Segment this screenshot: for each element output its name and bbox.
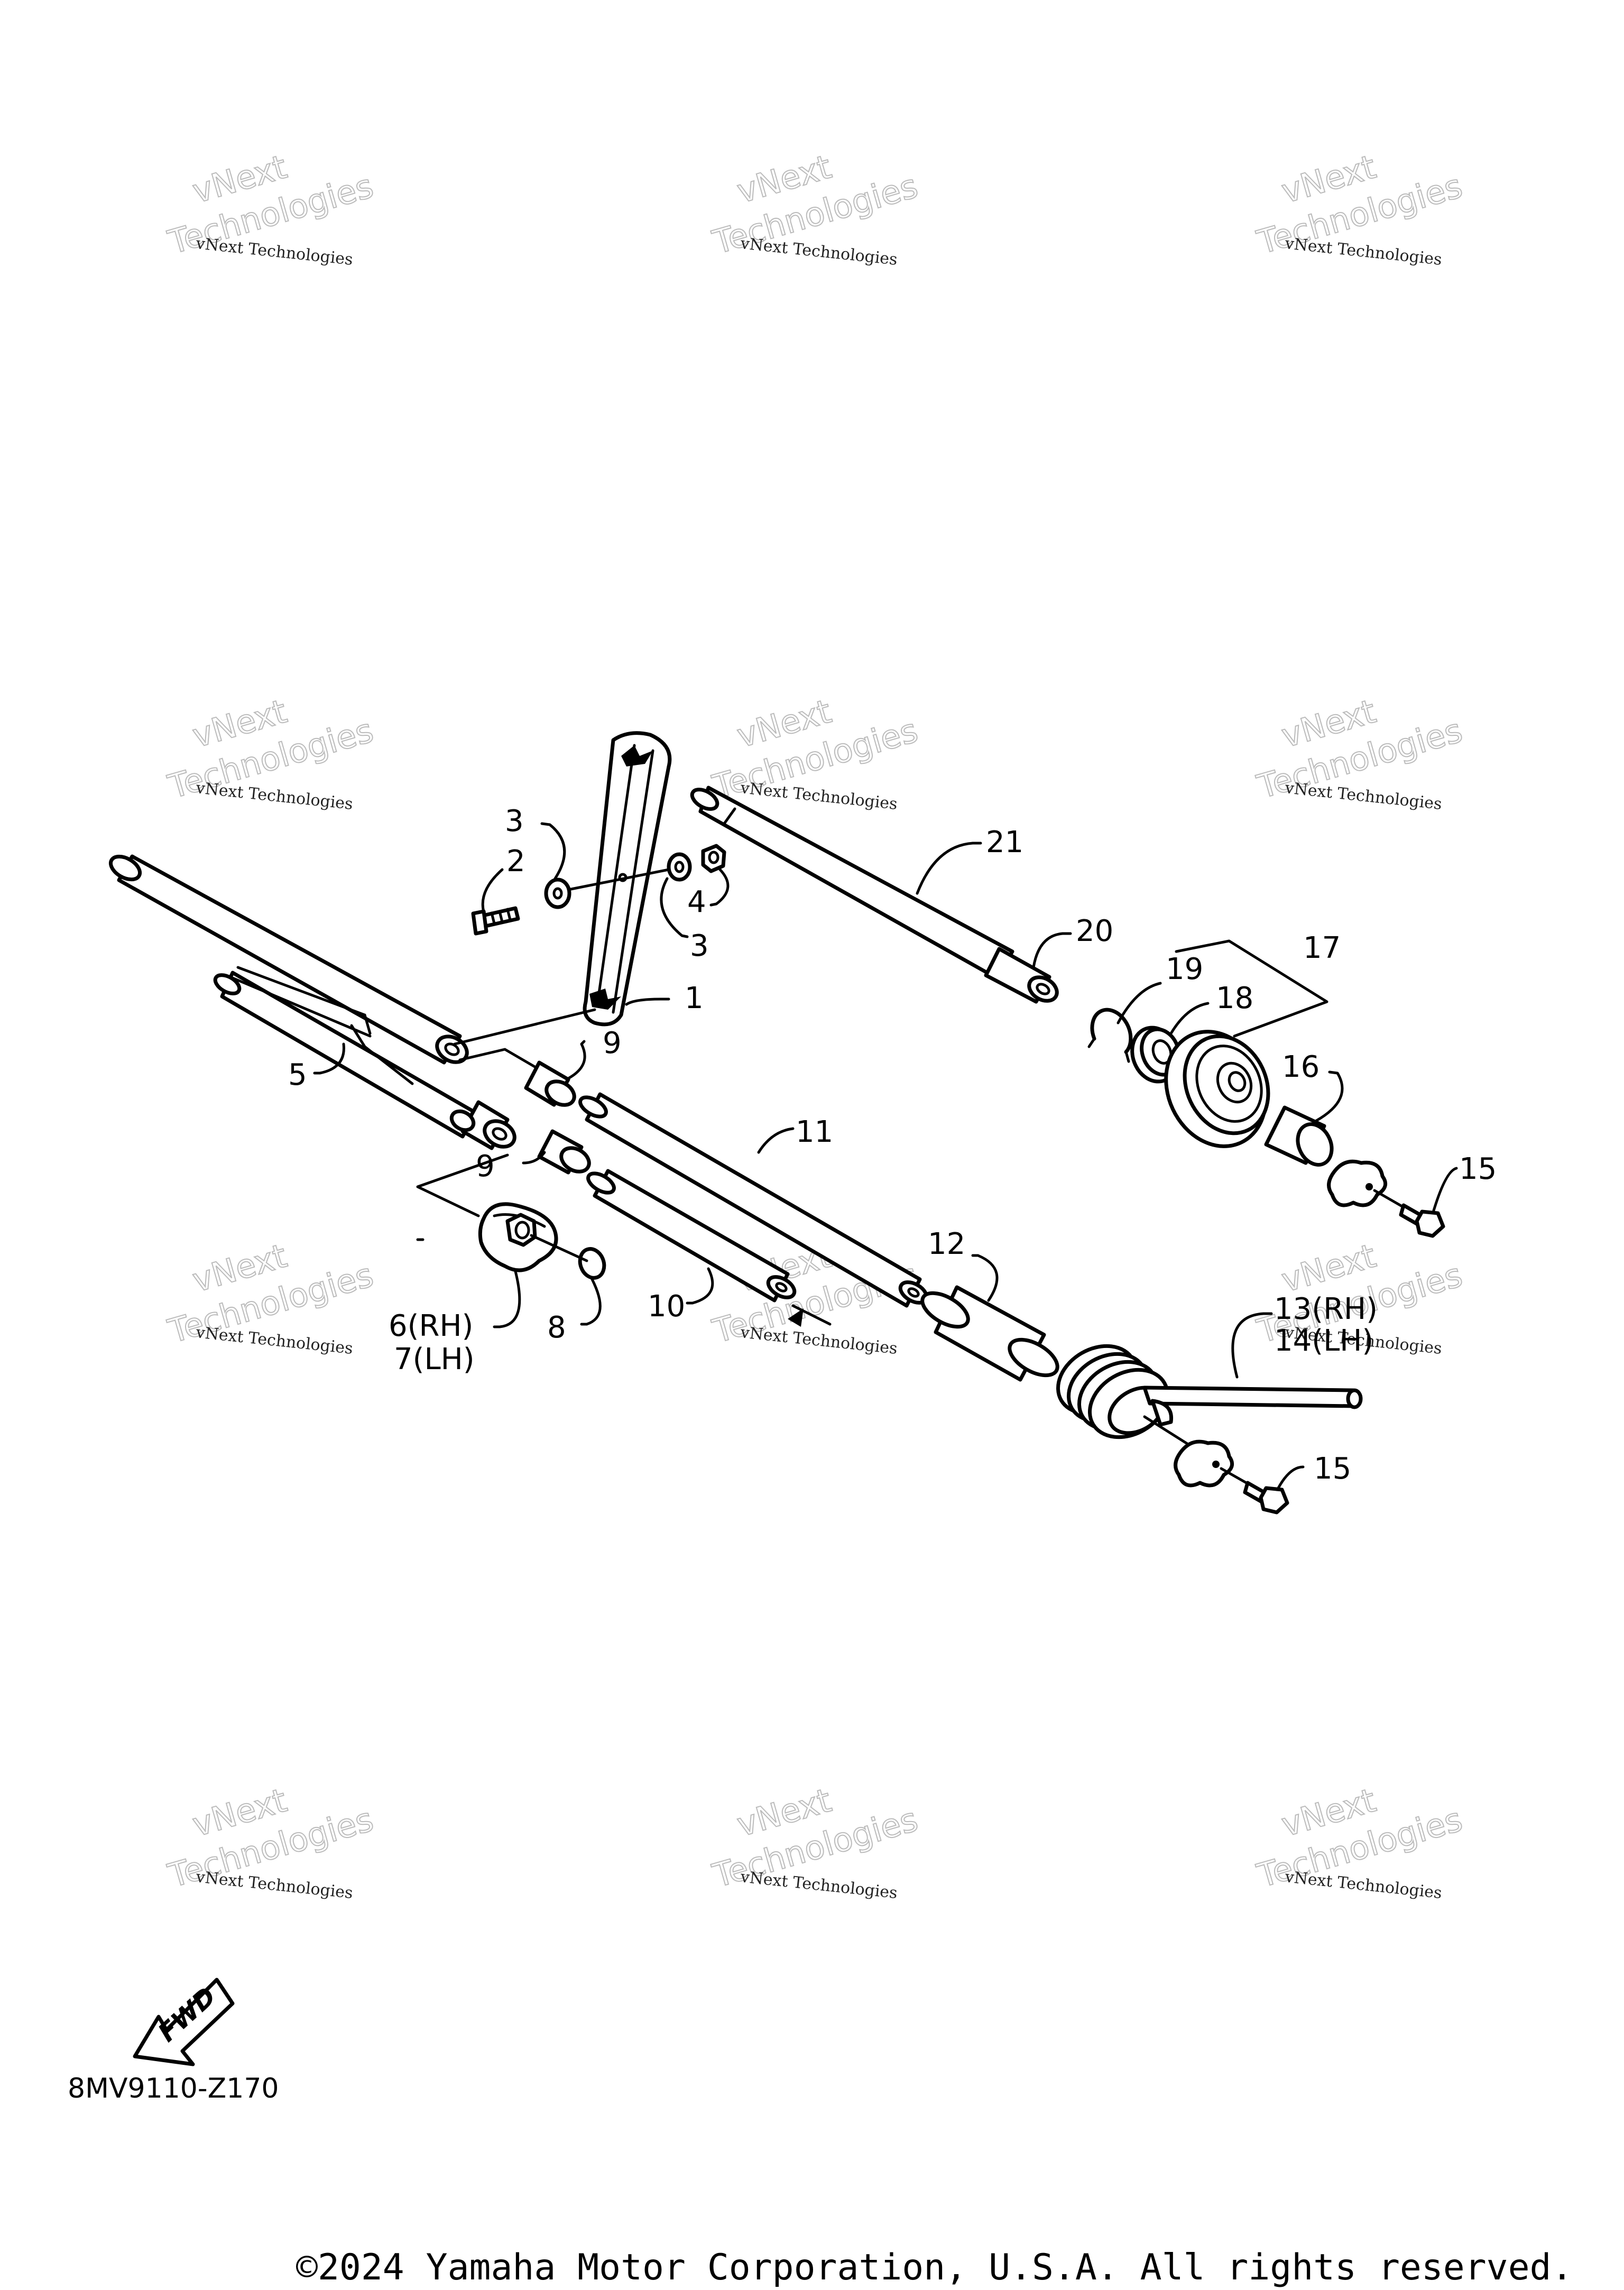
watermark-2-text: vNext Technologies — [739, 234, 898, 269]
callout-21: 21 — [986, 825, 1023, 860]
callout-14: 14(LH) — [1274, 1324, 1373, 1358]
callout-9b: 9 — [476, 1149, 495, 1184]
fwd-arrow-icon: FWD — [133, 1978, 235, 2066]
watermark-1-text: vNext Technologies — [195, 234, 354, 269]
callout-7: 7(LH) — [394, 1342, 475, 1377]
callout-5: 5 — [288, 1058, 307, 1092]
leader-3b — [660, 877, 689, 938]
callout-6: 6(RH) — [389, 1309, 473, 1343]
leader-6 — [493, 1270, 521, 1328]
part-19-circlip — [1087, 1008, 1133, 1063]
part-9-bushing-upper — [524, 1060, 576, 1107]
bracket-9 — [416, 1048, 538, 1241]
callout-15a: 15 — [1459, 1152, 1497, 1186]
part-6-7-bracket — [478, 1202, 558, 1272]
callout-3b: 3 — [690, 929, 709, 963]
callout-3a: 3 — [505, 804, 524, 838]
leader-8 — [580, 1278, 602, 1326]
watermark-7-text: vNext Technologies — [195, 1323, 354, 1358]
copyright-notice: ©2024 Yamaha Motor Corporation, U.S.A. A… — [296, 2247, 1573, 2288]
part-16-spacer — [1264, 1105, 1334, 1167]
callout-15b: 15 — [1314, 1452, 1351, 1486]
axis-line-lower — [791, 1304, 832, 1326]
watermark-11-text: vNext Technologies — [739, 1868, 898, 1903]
part-15-lower-bolt — [1143, 1415, 1289, 1515]
callout-17: 17 — [1303, 931, 1341, 965]
part-3-washer-left — [544, 878, 571, 909]
callout-13: 13(RH) — [1274, 1292, 1378, 1326]
callout-19: 19 — [1166, 952, 1203, 986]
leader-9a — [567, 1040, 586, 1080]
watermark-3-text: vNext Technologies — [1284, 234, 1443, 269]
part-12-sleeve — [920, 1285, 1059, 1382]
part-5-frame — [109, 854, 516, 1150]
watermark-10-text: vNext Technologies — [195, 1868, 354, 1903]
callout-4: 4 — [687, 885, 706, 919]
leader-13 — [1231, 1312, 1273, 1379]
part-8-circlip — [578, 1247, 606, 1280]
leader-10 — [686, 1267, 714, 1305]
axis-line-bracket — [530, 1234, 588, 1262]
watermark-5-text: vNext Technologies — [739, 779, 898, 814]
callout-10: 10 — [648, 1289, 685, 1324]
part-21-shaft — [690, 786, 1014, 980]
part-4-nut — [701, 844, 726, 873]
callout-12: 12 — [928, 1227, 965, 1261]
leader-9b — [522, 1151, 546, 1165]
leader-20 — [1032, 932, 1072, 969]
watermark-4-text: vNext Technologies — [195, 779, 354, 814]
diagram-code: 8MV9110-Z170 — [68, 2073, 279, 2104]
leader-19 — [1116, 982, 1162, 1024]
part-9-bushing-lower — [537, 1129, 591, 1175]
callout-8: 8 — [547, 1310, 566, 1345]
watermark-6-text: vNext Technologies — [1284, 779, 1443, 814]
part-2-bolt — [471, 906, 520, 936]
axis-line-bolt — [569, 868, 670, 891]
callout-9a: 9 — [603, 1026, 622, 1060]
callout-2: 2 — [506, 844, 525, 879]
part-20-collar — [984, 947, 1059, 1004]
leader-15a — [1432, 1167, 1458, 1212]
leader-1b — [625, 998, 670, 1006]
leader-2 — [481, 868, 504, 913]
leader-5 — [313, 1042, 345, 1075]
callout-18: 18 — [1216, 981, 1253, 1015]
leader-17 — [1175, 939, 1328, 1038]
leader-15b — [1277, 1465, 1305, 1490]
leader-16 — [1315, 1070, 1344, 1122]
callout-20: 20 — [1076, 914, 1113, 948]
arrow-marker — [788, 1308, 804, 1327]
callout-1: 1 — [685, 981, 704, 1015]
leader-21 — [916, 842, 982, 895]
leader-1 — [453, 1008, 596, 1046]
watermark-8-text: vNext Technologies — [739, 1323, 898, 1358]
callout-11: 11 — [796, 1115, 833, 1149]
part-3-washer-right — [667, 852, 692, 882]
leader-11 — [757, 1127, 795, 1154]
leader-12 — [971, 1254, 999, 1302]
leader-3a — [540, 822, 566, 880]
part-10-shaft — [586, 1169, 797, 1303]
watermark-12-text: vNext Technologies — [1284, 1868, 1443, 1903]
callout-16: 16 — [1282, 1050, 1320, 1084]
leader-4 — [709, 868, 730, 907]
leader-18 — [1169, 1002, 1210, 1035]
part-15-upper-bolt — [1327, 1159, 1445, 1238]
part-17-wheel — [1164, 1030, 1270, 1148]
